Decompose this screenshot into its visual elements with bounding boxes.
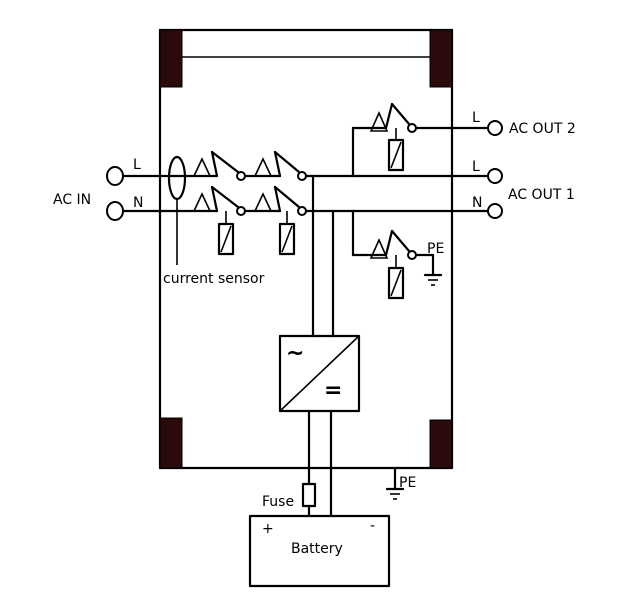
ac-in-terminals: AC IN L N bbox=[53, 157, 219, 221]
ac-out-1-l-terminal[interactable] bbox=[487, 168, 503, 184]
battery: + - Battery bbox=[248, 514, 391, 588]
mount-bracket-bottom-right bbox=[429, 419, 453, 469]
mount-bracket-top-right bbox=[429, 29, 453, 88]
dc-wiring: Fuse bbox=[262, 409, 333, 518]
ac-out-1-l-label: L bbox=[472, 159, 480, 175]
relay-coil-3 bbox=[387, 138, 405, 172]
ac-bus bbox=[304, 126, 489, 338]
ac-out-1-n-label: N bbox=[472, 195, 482, 211]
relay-coil-2 bbox=[278, 222, 296, 256]
ac-out-2-label: AC OUT 2 bbox=[509, 121, 576, 137]
ac-out-1-n-terminal[interactable] bbox=[487, 203, 503, 219]
ac-in-l-terminal[interactable] bbox=[106, 166, 124, 186]
ac-in-n-label: N bbox=[133, 195, 143, 211]
enclosure-pe-label: PE bbox=[399, 475, 416, 491]
ac-in-n-terminal[interactable] bbox=[106, 201, 124, 221]
inverter-dc-symbol: = bbox=[324, 378, 342, 403]
mount-bracket-top-left bbox=[159, 29, 183, 88]
ac-out-2-terminal[interactable] bbox=[487, 120, 503, 136]
relay-coil-1 bbox=[217, 222, 235, 256]
battery-minus: - bbox=[370, 518, 375, 534]
pe-relay-label: PE bbox=[427, 241, 444, 257]
mount-bracket-bottom-left bbox=[159, 417, 183, 469]
relay-coil-4 bbox=[387, 266, 405, 300]
pe-relay: PE bbox=[369, 229, 444, 300]
ac-out-2-relay bbox=[369, 102, 489, 172]
fuse bbox=[301, 482, 317, 508]
current-sensor: current sensor bbox=[163, 155, 265, 287]
inverter-ac-symbol: ~ bbox=[286, 341, 304, 366]
ac-out-1-label: AC OUT 1 bbox=[508, 187, 575, 203]
enclosure-pe: PE bbox=[385, 466, 416, 500]
ac-out-terminals: L L N AC OUT 2 AC OUT 1 bbox=[472, 110, 576, 219]
ac-out-2-l-label: L bbox=[472, 110, 480, 126]
ac-in-label: AC IN bbox=[53, 192, 91, 208]
battery-plus: + bbox=[262, 521, 274, 537]
enclosure bbox=[158, 28, 454, 470]
battery-label: Battery bbox=[291, 541, 343, 557]
current-sensor-label: current sensor bbox=[163, 271, 265, 287]
input-relay-2 bbox=[253, 150, 307, 256]
inverter-charger: ~ = bbox=[278, 334, 361, 413]
ac-in-l-label: L bbox=[133, 157, 141, 173]
fuse-label: Fuse bbox=[262, 494, 294, 510]
